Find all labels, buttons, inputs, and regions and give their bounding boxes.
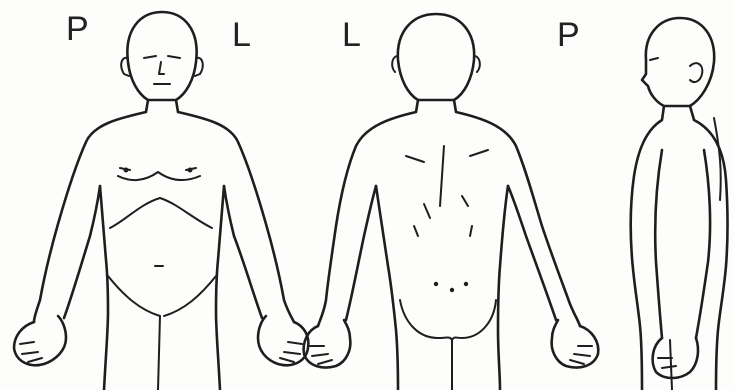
label-front-left: L — [232, 16, 251, 54]
back-hand-left — [304, 320, 351, 368]
front-nipple-dot-left — [188, 168, 193, 173]
front-body-left-outline — [176, 100, 294, 322]
back-scapula-left — [406, 156, 424, 162]
back-view-figure — [304, 14, 599, 390]
back-torso-right — [498, 186, 508, 390]
side-eye — [650, 58, 658, 60]
front-groin-right — [108, 276, 160, 316]
front-nose — [159, 62, 164, 74]
front-leg-divider — [158, 316, 160, 390]
back-buttock-right — [452, 300, 496, 340]
back-torso-left — [376, 186, 398, 390]
side-arm-back — [696, 150, 710, 338]
back-buttock-left — [400, 300, 452, 340]
back-dimple-2 — [450, 288, 454, 292]
front-groin-left — [164, 276, 216, 316]
back-hand-right — [552, 320, 599, 368]
back-lower-left — [414, 226, 418, 236]
front-eye-right — [144, 56, 156, 58]
label-back-right: P — [557, 16, 580, 54]
side-arm-front — [655, 150, 662, 338]
front-chest-line — [118, 172, 200, 180]
back-inner-arm-right — [508, 186, 556, 320]
front-inner-arm-left — [224, 186, 262, 318]
back-inner-arm-left — [346, 186, 376, 320]
side-leg-line — [670, 340, 672, 390]
back-fingers-left — [310, 346, 332, 364]
front-fingers-left — [280, 342, 302, 362]
side-view-figure — [631, 18, 728, 390]
back-fingers-right — [570, 346, 592, 364]
back-head — [398, 14, 474, 100]
side-shoulder-line — [714, 118, 721, 200]
back-dimple-3 — [464, 282, 468, 286]
side-ear — [690, 63, 702, 82]
front-head — [127, 12, 196, 100]
front-fingers-right — [20, 342, 42, 362]
front-eye-left — [168, 56, 180, 58]
front-nipple-dot-right — [124, 168, 129, 173]
side-head — [642, 18, 714, 106]
front-rib-line — [110, 198, 212, 228]
side-front-outline — [631, 106, 664, 390]
front-body-right-outline — [34, 100, 148, 322]
front-view-figure — [14, 12, 308, 390]
back-dimple-1 — [434, 282, 438, 286]
back-scapula-right — [470, 150, 488, 156]
front-hand-left — [258, 316, 308, 365]
back-rib-right — [462, 196, 468, 206]
label-back-left: L — [342, 16, 361, 54]
back-lower-right — [470, 226, 472, 236]
back-rib-left — [424, 204, 430, 218]
front-inner-arm-right — [64, 186, 100, 318]
side-fingers — [658, 358, 676, 368]
front-torso-left — [216, 186, 224, 390]
back-spine — [440, 146, 444, 206]
label-front-right: P — [66, 10, 89, 48]
front-torso-right — [100, 186, 108, 390]
